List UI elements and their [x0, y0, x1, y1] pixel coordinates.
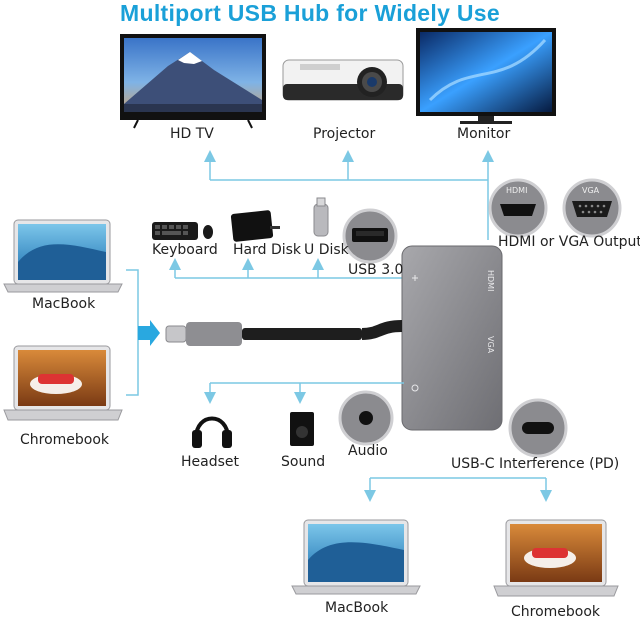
u-disk-image — [313, 197, 329, 237]
chromebook-bottom-image — [493, 519, 619, 597]
hd-tv-label: HD TV — [170, 126, 214, 142]
macbook-bottom-image — [291, 519, 421, 595]
projector-image — [282, 59, 404, 101]
headset-image — [192, 416, 232, 448]
pd-port-zoom — [508, 398, 568, 458]
projector-label: Projector — [313, 126, 376, 142]
macbook-bottom-label: MacBook — [325, 600, 389, 616]
u-disk-label: U Disk — [304, 242, 349, 258]
usb3-label: USB 3.0 — [348, 262, 404, 278]
headset-label: Headset — [181, 454, 240, 470]
usb3-port-zoom — [342, 208, 398, 264]
hdmi-vga-output-label: HDMI or VGA Output — [498, 234, 640, 250]
hdmi-tag: HDMI — [506, 186, 527, 195]
macbook-left-image — [3, 219, 123, 293]
audio-port-zoom — [338, 390, 394, 446]
pd-arrows — [364, 477, 552, 502]
vga-tag: VGA — [582, 186, 600, 195]
usb-arrows — [169, 258, 408, 279]
macbook-left-label: MacBook — [32, 296, 96, 312]
hub-hdmi-label: HDMI — [486, 270, 495, 291]
usb-c-cable — [165, 320, 403, 346]
chromebook-left-label: Chromebook — [20, 432, 110, 448]
host-bracket — [126, 269, 139, 396]
hub-body: HDMI VGA — [401, 245, 503, 431]
hard-disk-image — [230, 210, 280, 242]
audio-arrows — [204, 382, 404, 404]
display-arrows — [204, 150, 494, 240]
vga-port-zoom: VGA — [562, 178, 622, 238]
monitor-label: Monitor — [457, 126, 511, 142]
chromebook-left-image — [3, 345, 123, 421]
hard-disk-label: Hard Disk — [233, 242, 302, 258]
hub-vga-label: VGA — [486, 336, 495, 354]
sound-speaker-image — [290, 412, 314, 446]
monitor-image — [416, 28, 556, 124]
hd-tv-image — [120, 34, 266, 129]
host-arrow — [138, 320, 160, 346]
keyboard-image — [152, 222, 213, 240]
keyboard-label: Keyboard — [152, 242, 218, 258]
sound-label: Sound — [281, 454, 326, 470]
chromebook-bottom-label: Chromebook — [511, 604, 601, 620]
pd-label: USB-C Interference (PD) — [451, 456, 620, 472]
page-title: Multiport USB Hub for Widely Use — [120, 0, 500, 26]
audio-label: Audio — [348, 443, 388, 459]
hdmi-port-zoom: HDMI — [488, 178, 548, 238]
